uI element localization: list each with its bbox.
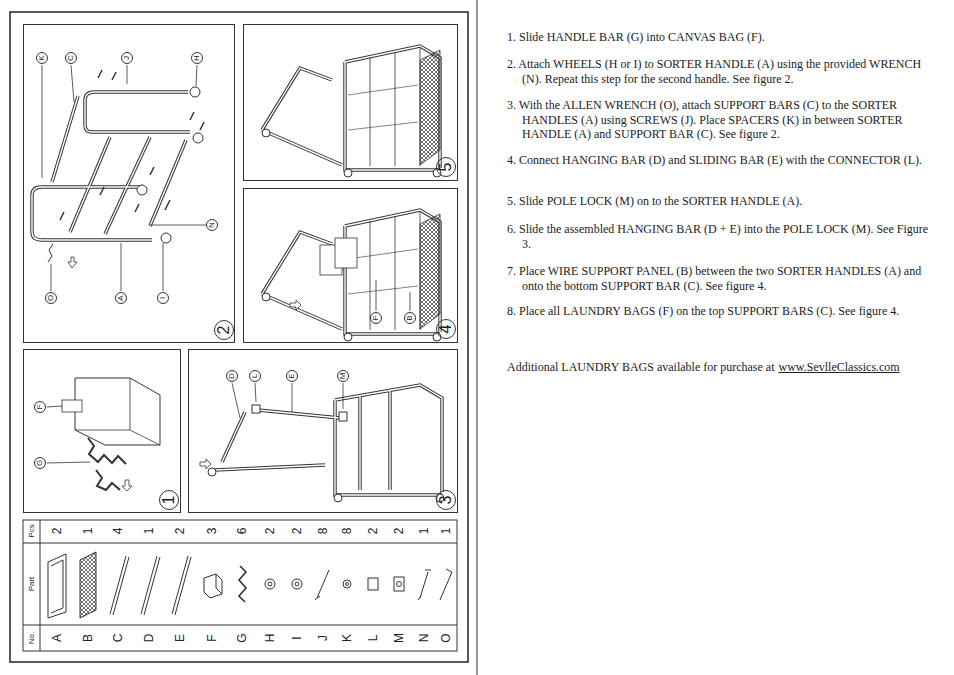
part-letter: N: [417, 634, 431, 643]
instruction-step: 1. Slide HANDLE BAR (G) into CANVAS BAG …: [507, 30, 937, 45]
callout-letter: K: [38, 55, 46, 60]
callout-circle: D: [226, 370, 238, 382]
callout-letter: F: [36, 405, 44, 410]
callout-letter: L: [251, 374, 259, 378]
part-letter: B: [81, 634, 95, 642]
part-letter: L: [366, 635, 380, 642]
part-count: 4: [111, 528, 125, 535]
callout-circle: A: [115, 292, 127, 304]
figure-number-circle: 4: [436, 319, 456, 339]
callout-circle: M: [337, 370, 349, 382]
figure-panel: 4 F B: [243, 188, 458, 343]
callout-circle: O: [45, 292, 57, 304]
part-count: 3: [205, 528, 219, 535]
part-count: 8: [340, 528, 354, 535]
figure-number-circle: 2: [214, 320, 234, 340]
part-count: 1: [142, 528, 156, 535]
callout-letter: F: [372, 316, 380, 321]
figure-number-circle: 5: [436, 157, 456, 177]
figure-number: 5: [438, 163, 454, 172]
figure-number: 1: [161, 496, 177, 505]
part-count: 2: [263, 528, 277, 535]
part-letter: D: [142, 634, 156, 643]
part-count: 2: [173, 528, 187, 535]
table-header: Pcs: [27, 524, 36, 537]
part-count: 6: [235, 528, 249, 535]
part-letter: I: [290, 636, 304, 639]
part-count: 8: [316, 528, 330, 535]
figure-panel: 3 D L E M: [188, 349, 458, 513]
callout-circle: N: [206, 219, 218, 231]
instruction-step: 7. Place WIRE SUPPORT PANEL (B) between …: [507, 264, 937, 293]
part-count: 2: [366, 528, 380, 535]
part-count: 2: [290, 528, 304, 535]
callout-letter: M: [339, 373, 347, 380]
callout-circle: E: [286, 370, 298, 382]
part-letter: J: [316, 635, 330, 641]
part-letter: E: [173, 634, 187, 642]
part-letter: A: [50, 634, 64, 642]
figure-number: 4: [438, 325, 454, 334]
callout-circle: G: [34, 457, 46, 469]
callout-letter: C: [67, 55, 75, 61]
callout-circle: F: [370, 312, 382, 324]
part-count: 1: [439, 528, 453, 535]
figure-panel: 2 K C J H N O A I: [23, 24, 235, 343]
callout-circle: F: [34, 401, 46, 413]
part-letter: F: [205, 634, 219, 641]
figure-number-circle: 1: [159, 490, 179, 510]
table-header: Part: [27, 577, 36, 592]
callout-letter: B: [406, 315, 414, 320]
part-count: 2: [50, 528, 64, 535]
purchase-note: Additional LAUNDRY BAGS available for pu…: [507, 360, 900, 375]
callout-letter: O: [47, 295, 55, 301]
callout-letter: H: [193, 55, 201, 61]
callout-letter: A: [117, 295, 125, 300]
callout-circle: I: [157, 292, 169, 304]
callout-circle: C: [65, 52, 77, 64]
instruction-step: 5. Slide POLE LOCK (M) on to the SORTER …: [507, 194, 937, 209]
note-text: Additional LAUNDRY BAGS available for pu…: [507, 360, 775, 374]
instruction-step: 2. Attach WHEELS (H or I) to SORTER HAND…: [507, 57, 937, 86]
part-letter: G: [235, 633, 249, 642]
part-letter: K: [340, 634, 354, 642]
instruction-step: 3. With the ALLEN WRENCH (O), attach SUP…: [507, 98, 937, 142]
part-letter: M: [392, 633, 406, 643]
callout-circle: J: [121, 52, 133, 64]
callout-letter: D: [228, 373, 236, 379]
callout-letter: G: [36, 460, 44, 466]
callout-circle: B: [404, 312, 416, 324]
callout-letter: N: [208, 222, 216, 228]
callout-circle: K: [36, 52, 48, 64]
instruction-step: 8. Place all LAUNDRY BAGS (F) on the top…: [507, 304, 937, 319]
part-letter: C: [111, 634, 125, 643]
website-link: www.SevlleClassics.com: [779, 360, 900, 374]
instruction-step: 4. Connect HANGING BAR (D) and SLIDING B…: [507, 153, 937, 168]
callout-letter: J: [123, 56, 131, 60]
callout-letter: I: [159, 297, 167, 299]
callout-circle: L: [249, 370, 261, 382]
figure-panel: 1 F G: [23, 349, 181, 513]
instruction-step: 6. Slide the assembled HANGING BAR (D + …: [507, 222, 937, 251]
callout-circle: H: [191, 52, 203, 64]
part-letter: O: [439, 633, 453, 642]
callout-letter: E: [288, 373, 296, 378]
figure-panel: 5: [243, 24, 458, 181]
part-count: 1: [417, 528, 431, 535]
part-count: 1: [81, 528, 95, 535]
part-count: 2: [392, 528, 406, 535]
figure-number: 2: [216, 326, 232, 335]
figure-number-circle: 3: [436, 490, 456, 510]
table-header: No.: [27, 632, 36, 644]
part-letter: H: [263, 634, 277, 643]
figure-number: 3: [438, 496, 454, 505]
